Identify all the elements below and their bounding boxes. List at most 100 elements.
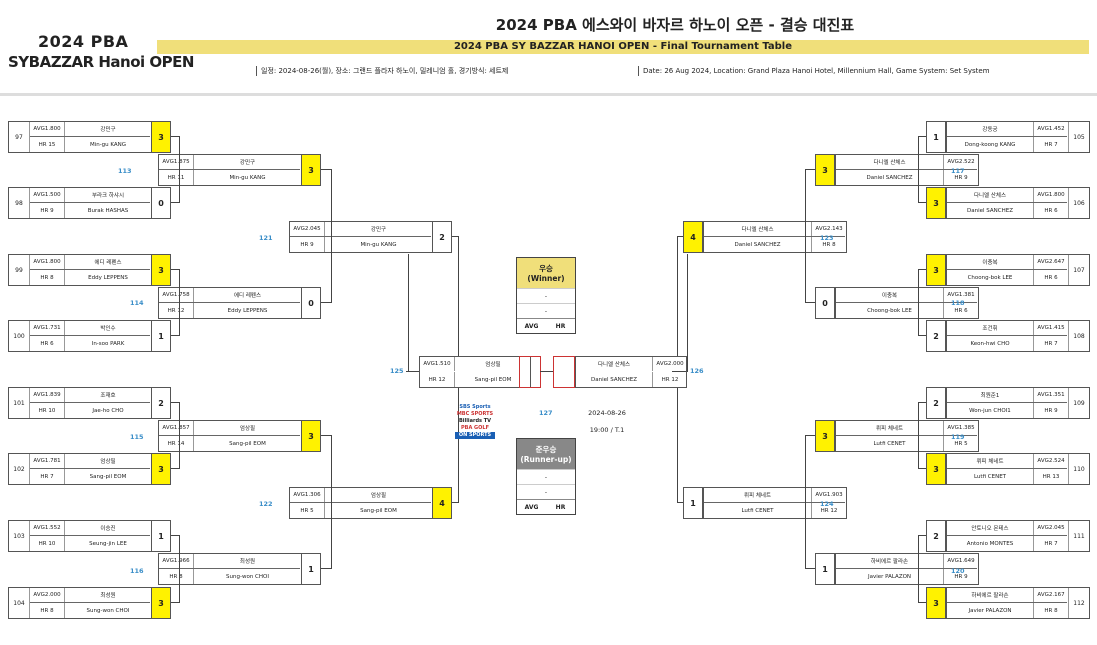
match-score: 3 xyxy=(301,420,321,452)
bracket-line xyxy=(171,402,179,403)
player-name-en: Sang-pil EOM xyxy=(64,469,151,484)
player-hr: HR 9 xyxy=(1033,403,1068,418)
runner-header: 준우승 (Runner-up) xyxy=(517,439,575,469)
player-name-en: Choong-bok LEE xyxy=(867,307,912,314)
player-name-ko: 박인수 xyxy=(64,321,151,335)
bracket-line xyxy=(918,602,926,603)
seed-number: 98 xyxy=(9,188,30,218)
player-avg: AVG1.351 xyxy=(1033,388,1068,402)
match-score: 3 xyxy=(815,420,835,452)
player-hr: HR 6 xyxy=(1033,270,1068,285)
bracket-line xyxy=(918,402,926,403)
player-name-en: Daniel SANCHEZ xyxy=(866,174,913,181)
seed-number: 110 xyxy=(1068,454,1089,484)
bracket-line xyxy=(918,136,926,137)
seed-number: 101 xyxy=(9,388,30,418)
player-name-en: Daniel SANCHEZ xyxy=(967,207,1013,214)
bracket-line xyxy=(452,236,458,237)
sponsor-sbs: SBS Sports xyxy=(459,404,491,410)
player-avg: AVG1.839 xyxy=(33,392,61,398)
row-divider xyxy=(704,236,845,237)
match-score: 0 xyxy=(151,187,171,219)
bracket-line xyxy=(321,435,331,436)
bracket-line xyxy=(918,535,919,603)
bracket-line xyxy=(805,169,815,170)
row-divider xyxy=(947,535,1067,536)
seed-number: 109 xyxy=(1068,388,1089,418)
winner-hr: HR xyxy=(555,322,566,330)
player-avg: AVG1.452 xyxy=(1033,122,1068,136)
sponsor-logos: SBS Sports MBC SPORTS Billiards TV PBA G… xyxy=(455,404,495,439)
bracket-line xyxy=(677,236,683,237)
player-avg: AVG2.143 xyxy=(811,222,846,236)
player-name-en: Lutfi CENET xyxy=(973,473,1007,480)
row-divider xyxy=(836,435,977,436)
player-name-ko: 최원준1 xyxy=(980,393,1000,399)
player-hr: HR 5 xyxy=(300,507,314,514)
row-divider xyxy=(30,335,150,336)
bracket-line xyxy=(406,371,419,372)
seed-number: 103 xyxy=(9,521,30,551)
player-name-en: Seung-jin LEE xyxy=(64,536,151,551)
bracket-line xyxy=(805,435,806,569)
player-name-ko: 엄상필 xyxy=(193,421,301,435)
bracket-line xyxy=(171,202,179,203)
player-name-ko: 최성원 xyxy=(193,554,301,568)
player-avg: AVG1.415 xyxy=(1033,321,1068,335)
seed-number: 99 xyxy=(9,255,30,285)
player-name-ko: 다니엘 산체스 xyxy=(973,193,1007,199)
row-divider xyxy=(159,169,300,170)
player-hr: HR 12 xyxy=(167,307,185,314)
row-divider xyxy=(159,302,300,303)
sponsor-billiards: Billiards TV xyxy=(458,418,492,424)
bracket-line xyxy=(918,202,926,203)
bracket-line xyxy=(805,302,815,303)
player-name-ko: 에디 레펜스 xyxy=(193,288,301,302)
winner-title-en: (Winner) xyxy=(527,274,565,283)
player-hr: HR 6 xyxy=(943,303,978,318)
player-avg: AVG1.800 xyxy=(1033,188,1068,202)
player-name-en: Sang-pil EOM xyxy=(454,372,531,387)
bracket-line xyxy=(805,435,815,436)
player-hr: HR 8 xyxy=(40,607,54,614)
bracket-line xyxy=(321,568,331,569)
match-score: 3 xyxy=(151,453,171,485)
match-score: 1 xyxy=(815,553,835,585)
match-number: 121 xyxy=(259,234,273,242)
player-avg: AVG1.306 xyxy=(293,492,321,498)
player-name-ko: 다니엘 산체스 xyxy=(741,227,774,233)
final-score-box xyxy=(553,356,575,388)
final-date: 2024-08-26 xyxy=(588,409,626,417)
match-score: 3 xyxy=(151,254,171,286)
player-name-ko: 하비에르 팔라손 xyxy=(870,559,909,565)
match-score: 0 xyxy=(815,287,835,319)
winner-header: 우승 (Winner) xyxy=(517,258,575,288)
player-name-en: Javier PALAZON xyxy=(968,607,1012,614)
seed-number: 100 xyxy=(9,321,30,351)
seed-number: 107 xyxy=(1068,255,1089,285)
player-hr: HR 6 xyxy=(40,340,54,347)
player-hr: HR 12 xyxy=(428,376,446,383)
player-name-ko: 뤼피 체네트 xyxy=(976,459,1004,465)
bracket-line xyxy=(805,169,806,303)
player-name-en: Eddy LEPPENS xyxy=(193,303,301,318)
match-score: 3 xyxy=(926,453,946,485)
bracket-line xyxy=(171,535,179,536)
winner-title-ko: 우승 xyxy=(539,264,553,273)
player-avg: AVG1.758 xyxy=(162,292,190,298)
bracket-line xyxy=(687,254,688,372)
bracket-line xyxy=(540,371,553,372)
